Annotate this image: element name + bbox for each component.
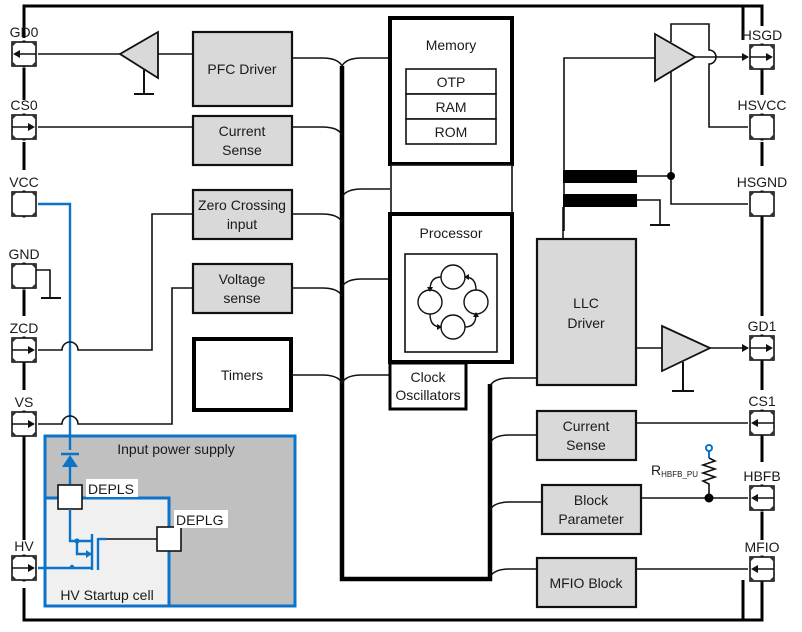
pin-hsvcc[interactable]: HSVCC xyxy=(737,97,787,141)
svg-text:input: input xyxy=(227,216,257,232)
svg-text:LLC: LLC xyxy=(573,295,599,311)
pfc-driver-label: PFC Driver xyxy=(207,61,277,77)
vcc-supply-wire xyxy=(38,202,72,450)
ground-icon xyxy=(672,362,694,392)
svg-text:Sense: Sense xyxy=(222,142,262,158)
zero-crossing-block xyxy=(191,188,294,241)
mosfet-icon xyxy=(38,509,157,570)
high-side-amplifier xyxy=(654,32,697,83)
svg-text:Sense: Sense xyxy=(566,437,606,453)
svg-text:Current: Current xyxy=(563,418,610,434)
svg-text:Block: Block xyxy=(574,492,609,508)
timers-block xyxy=(192,337,293,412)
memory-label: Memory xyxy=(426,37,477,53)
deplg-pad xyxy=(156,526,182,552)
pin-gd0[interactable]: GD0 xyxy=(10,24,39,68)
resistor-icon xyxy=(700,457,718,498)
memory-rom xyxy=(405,118,497,145)
pin-label: GND xyxy=(8,246,39,262)
svg-text:Driver: Driver xyxy=(567,315,605,331)
pin-hsgd[interactable]: HSGD xyxy=(742,27,782,71)
pin-label: CS1 xyxy=(748,393,775,409)
pin-label: HV xyxy=(14,538,34,554)
svg-text:sense: sense xyxy=(223,290,261,306)
low-side-amplifier xyxy=(661,324,713,373)
current-sense-left-block xyxy=(191,114,294,167)
internal-bus xyxy=(339,66,493,582)
pin-label: VS xyxy=(15,394,34,410)
hv-startup-cell-region xyxy=(43,496,171,608)
pin-cs1[interactable]: CS1 xyxy=(748,393,776,437)
pin-label: HBFB xyxy=(743,468,780,484)
clock-oscillators-block xyxy=(388,361,468,411)
pin-label: HSGND xyxy=(737,174,788,190)
timers-label: Timers xyxy=(221,367,263,383)
pin-label: VCC xyxy=(9,174,39,190)
block-parameter-block xyxy=(540,483,643,536)
pin-hv[interactable]: HV xyxy=(11,538,37,582)
package-outline xyxy=(22,4,745,40)
svg-text:Zero Crossing: Zero Crossing xyxy=(198,197,286,213)
mfio-block-label: MFIO Block xyxy=(549,575,623,591)
hv-startup-cell-label: HV Startup cell xyxy=(60,587,153,603)
processor-label: Processor xyxy=(419,225,482,241)
deplg-label: DEPLG xyxy=(176,512,223,528)
svg-text:ROM: ROM xyxy=(435,124,468,140)
depls-label: DEPLS xyxy=(88,481,134,497)
pin-zcd[interactable]: ZCD xyxy=(10,320,39,364)
pin-vcc[interactable]: VCC xyxy=(9,174,39,218)
transformer-icon xyxy=(562,170,675,239)
pin-vs[interactable]: VS xyxy=(11,394,37,438)
pin-gnd[interactable]: GND xyxy=(8,246,40,290)
pin-label: HSGD xyxy=(742,27,782,43)
pin-label: GD0 xyxy=(10,24,39,40)
svg-text:RAM: RAM xyxy=(435,99,466,115)
svg-text:Voltage: Voltage xyxy=(219,271,266,287)
pin-cs0[interactable]: CS0 xyxy=(10,97,38,141)
memory-otp xyxy=(405,68,497,95)
svg-text:Oscillators: Oscillators xyxy=(395,387,460,403)
llc-driver-block xyxy=(535,237,638,387)
resistor-label: RHBFB_PU xyxy=(651,462,698,479)
processor-cycle-icon xyxy=(417,264,489,340)
svg-text:Clock: Clock xyxy=(410,369,446,385)
depls-pad xyxy=(57,484,83,510)
pfc-driver-block xyxy=(191,30,294,108)
input-power-supply-label: Input power supply xyxy=(117,441,235,457)
pfc-gate-amplifier xyxy=(118,30,159,80)
interface-block xyxy=(390,164,513,215)
supply-node-icon xyxy=(705,444,713,452)
current-sense-right-block xyxy=(535,409,638,462)
pin-hbfb[interactable]: HBFB xyxy=(743,468,781,512)
pin-mfio[interactable]: MFIO xyxy=(745,539,780,583)
pin-label: ZCD xyxy=(10,320,39,336)
memory-ram xyxy=(405,93,497,120)
pin-label: HSVCC xyxy=(737,97,786,113)
pin-label: CS0 xyxy=(10,97,37,113)
pin-gd1[interactable]: GD1 xyxy=(748,318,777,362)
svg-text:Current: Current xyxy=(219,123,266,139)
diode-icon xyxy=(61,452,79,484)
mfio-block xyxy=(535,556,638,609)
pin-hsgnd[interactable]: HSGND xyxy=(737,174,788,218)
svg-text:Parameter: Parameter xyxy=(558,511,624,527)
ground-icon xyxy=(134,70,154,95)
pin-label: GD1 xyxy=(748,318,777,334)
svg-text:OTP: OTP xyxy=(437,74,466,90)
pin-label: MFIO xyxy=(745,539,780,555)
